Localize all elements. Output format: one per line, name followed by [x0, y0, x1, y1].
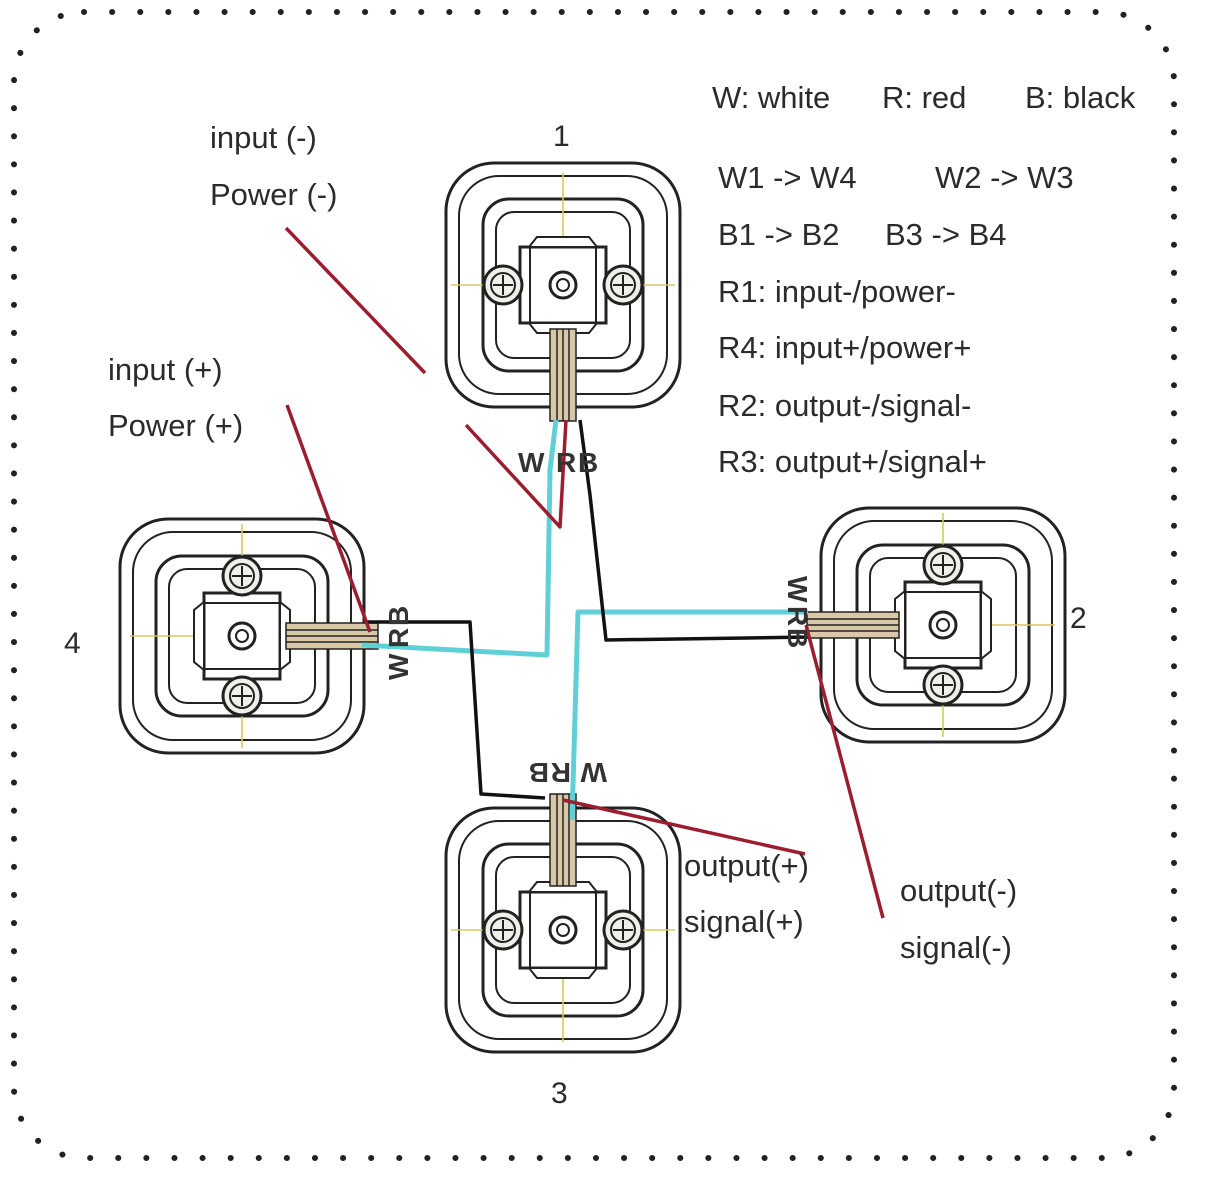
connection-r4: R4: input+/power+: [718, 330, 971, 365]
wire-letter-b: B: [578, 447, 598, 478]
wire-letter-b: B: [383, 606, 414, 626]
connection-r2: R2: output-/signal-: [718, 388, 971, 423]
wire-letter-b: B: [529, 757, 549, 788]
wire-letter-w: W: [518, 447, 545, 478]
load-cell-2: [805, 506, 1067, 744]
wire-letter-r: R: [551, 757, 571, 788]
red-wire-output-minus: [804, 624, 885, 919]
load-cell-4: [118, 517, 380, 755]
wire-letter-r: R: [556, 447, 576, 478]
label-input-minus: input (-): [210, 120, 317, 155]
connection-w2-w3: W2 -> W3: [935, 160, 1074, 195]
label-output-minus: output(-): [900, 873, 1017, 908]
white-wire-2-to-3: [569, 609, 808, 821]
label-signal-plus: signal(+): [684, 904, 804, 939]
wire-letters-cell-2: W R B: [782, 576, 813, 648]
legend-red: R: red: [882, 80, 966, 115]
red-wire-output-plus: [562, 798, 806, 856]
label-power-plus: Power (+): [108, 408, 243, 443]
wire-letters-cell-1: W R B: [518, 447, 598, 478]
legend-black: B: black: [1025, 80, 1136, 115]
load-cell-3: [444, 792, 682, 1054]
wire-letter-r: R: [782, 606, 813, 626]
wire-letter-w: W: [580, 757, 607, 788]
wire-letter-r: R: [383, 628, 414, 648]
connection-r3: R3: output+/signal+: [718, 444, 987, 479]
label-power-minus: Power (-): [210, 177, 337, 212]
cell-number-4: 4: [64, 627, 81, 660]
load-cell-1: [444, 161, 682, 423]
red-wire-input-minus-lower: [464, 419, 568, 529]
wire-letters-cell-3: W R B: [529, 757, 607, 788]
connection-r1: R1: input-/power-: [718, 274, 956, 309]
red-wire-input-minus: [284, 226, 427, 375]
dotted-border: [11, 9, 1177, 1161]
label-output-plus: output(+): [684, 848, 809, 883]
wire-letters-cell-4: W R B: [383, 606, 414, 680]
white-wire-1-to-4: [361, 419, 559, 658]
black-wire-3-to-4: [365, 620, 546, 800]
red-wire-input-plus: [285, 404, 372, 633]
cell-number-2: 2: [1070, 602, 1087, 635]
wire-letter-w: W: [383, 653, 414, 680]
label-input-plus: input (+): [108, 352, 223, 387]
legend-white: W: white: [712, 80, 830, 115]
black-wire-1-to-2: [578, 419, 811, 642]
label-signal-minus: signal(-): [900, 930, 1012, 965]
wire-letter-b: B: [782, 628, 813, 648]
cell-number-1: 1: [553, 120, 570, 153]
cell-number-3: 3: [551, 1077, 568, 1110]
connection-b1-b2: B1 -> B2: [718, 217, 840, 252]
wire-letter-w: W: [782, 576, 813, 603]
connection-w1-w4: W1 -> W4: [718, 160, 857, 195]
connection-b3-b4: B3 -> B4: [885, 217, 1007, 252]
